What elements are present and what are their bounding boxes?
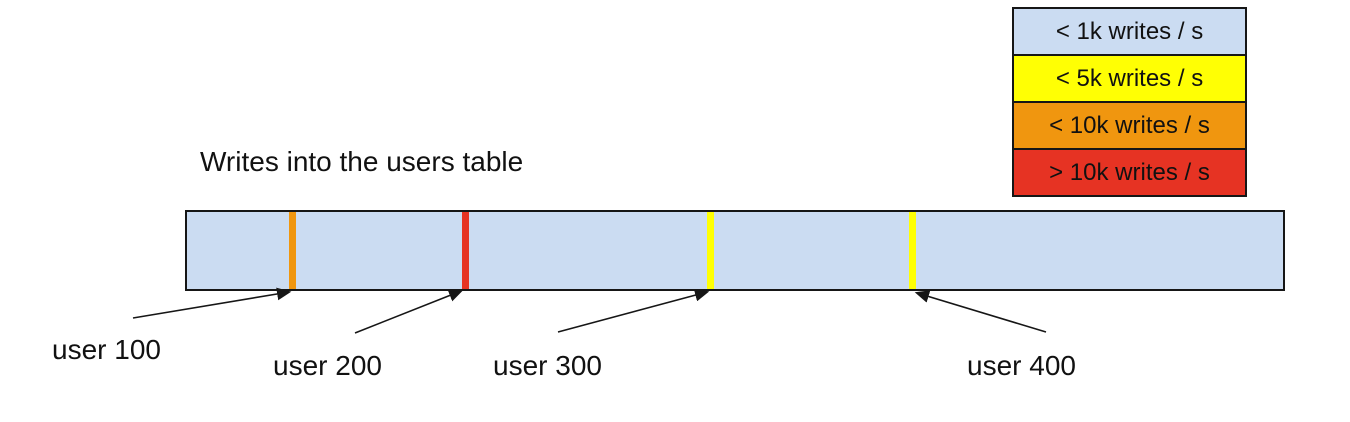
- marker-user-300: [707, 212, 714, 289]
- marker-user-200: [462, 212, 469, 289]
- arrow-user-100: [132, 287, 292, 319]
- arrow-user-400: [914, 290, 1047, 333]
- legend-item-under-10k: < 10k writes / s: [1014, 103, 1245, 150]
- page-title: Writes into the users table: [200, 146, 524, 177]
- label-user-200: user 200: [273, 350, 382, 381]
- legend-item-under-5k: < 5k writes / s: [1014, 56, 1245, 103]
- legend-item-over-10k: > 10k writes / s: [1014, 150, 1245, 195]
- label-user-400: user 400: [967, 350, 1076, 381]
- legend: < 1k writes / s < 5k writes / s < 10k wr…: [1012, 7, 1247, 197]
- label-user-100: user 100: [52, 334, 161, 365]
- arrow-user-200: [354, 289, 464, 334]
- label-user-300: user 300: [493, 350, 602, 381]
- marker-user-400: [909, 212, 916, 289]
- marker-user-100: [289, 212, 296, 289]
- users-table-bar: [185, 210, 1285, 291]
- legend-item-under-1k: < 1k writes / s: [1014, 9, 1245, 56]
- arrow-user-300: [557, 288, 710, 333]
